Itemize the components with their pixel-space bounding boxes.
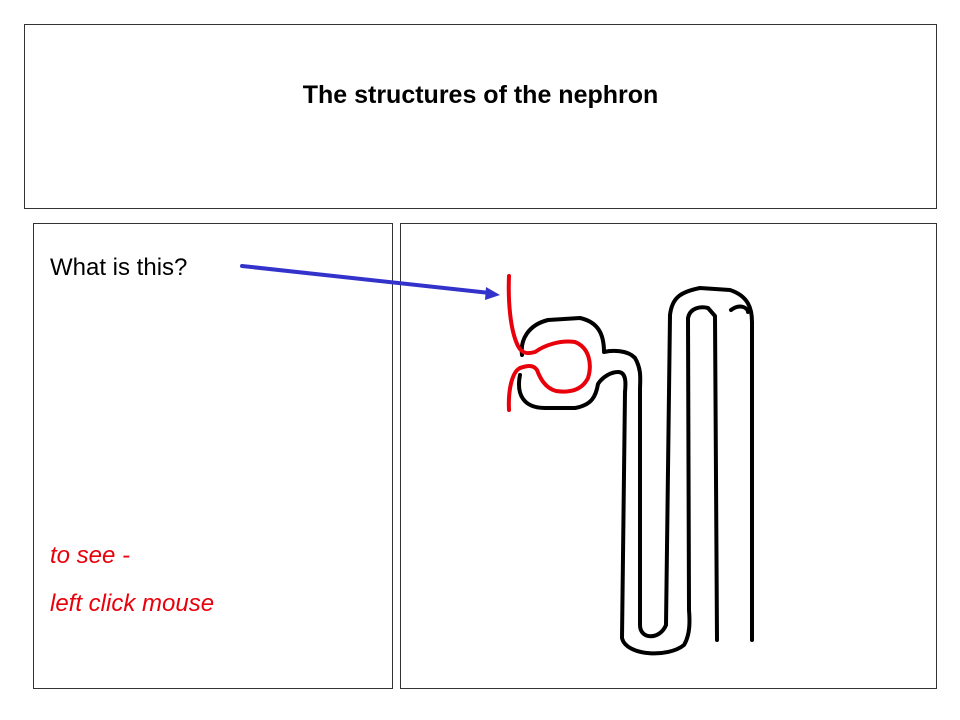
- hint-line-2: left click mouse: [50, 590, 215, 617]
- efferent-arteriole: [506, 366, 522, 412]
- question-panel: What is this? to see - left click mouse: [33, 223, 393, 689]
- pointer-arrow-icon: [240, 264, 500, 300]
- blood-vessel-icon: [506, 274, 592, 412]
- diagram-panel[interactable]: [400, 223, 937, 689]
- afferent-arteriole: [506, 274, 592, 394]
- hint-line-1: to see -: [50, 542, 131, 569]
- slide-title: The structures of the nephron: [302, 81, 659, 109]
- question-text: What is this?: [50, 254, 188, 281]
- bowmans-capsule-inner-wall: [517, 305, 719, 656]
- nephron-tubule-icon: [517, 286, 754, 656]
- bowmans-capsule-outer-wall: [519, 286, 754, 642]
- title-panel: The structures of the nephron: [24, 24, 937, 209]
- tubule-divider: [729, 304, 750, 314]
